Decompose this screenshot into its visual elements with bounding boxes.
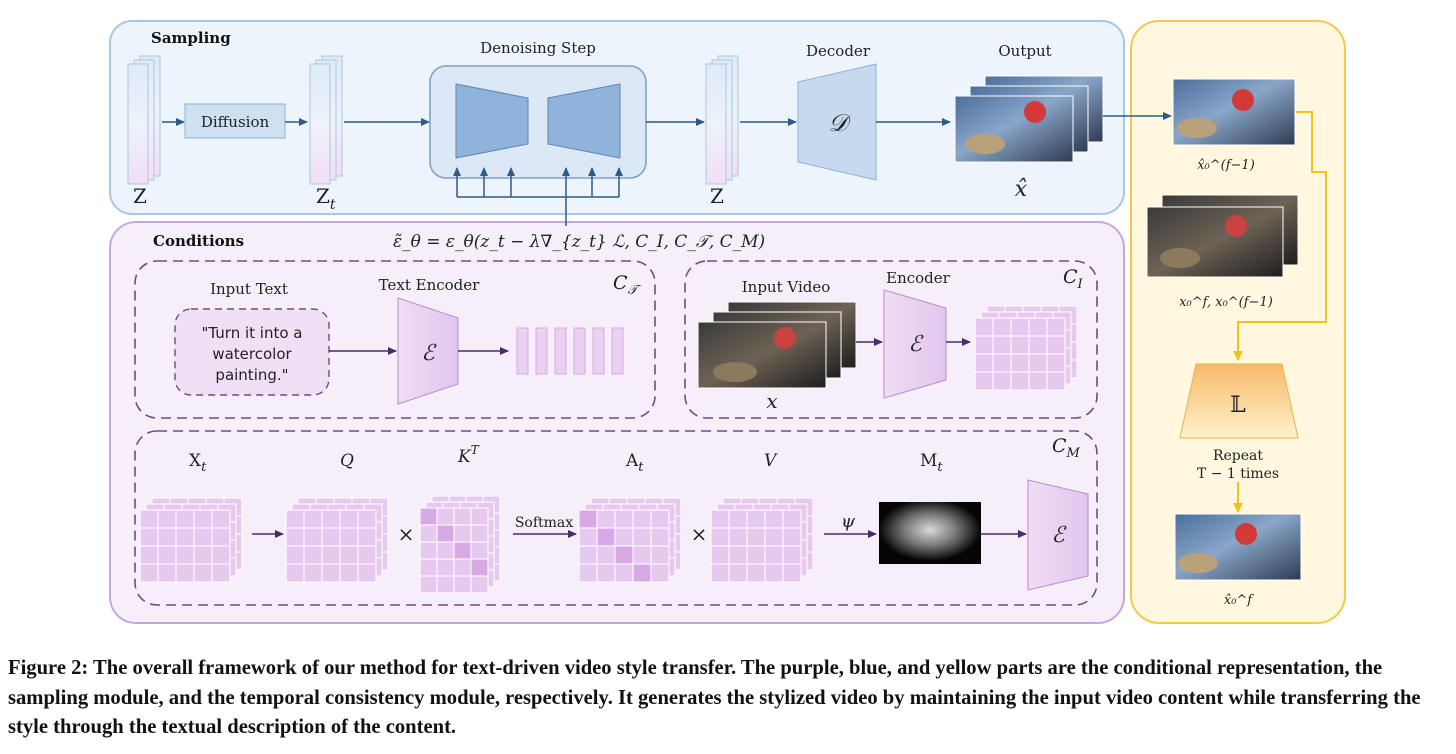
video-condition-panel (684, 260, 1098, 419)
text-condition-panel (134, 260, 656, 419)
current-frame-label: x̂₀^f (1224, 593, 1254, 608)
video-latent-grid (974, 305, 1078, 391)
decoder-block (797, 63, 877, 181)
warped-frames-label: x₀^f, x₀^(f−1) (1179, 295, 1273, 310)
input-video-symbol: 𝑥 (766, 389, 777, 413)
text-prompt-box (174, 308, 330, 396)
latent-zt-label: Zt (316, 184, 336, 213)
prev-frame-label: x̂₀^(f−1) (1197, 158, 1255, 173)
at-label: At (625, 451, 644, 475)
input-video-title: Input Video (742, 278, 831, 296)
video-panel-corner: CI (1063, 266, 1084, 292)
multiply-sign-1: × (398, 522, 415, 546)
decoder-title: Decoder (806, 42, 871, 60)
condition-feed-arrows (453, 167, 623, 226)
current-stylized-frame (1174, 513, 1302, 581)
at-attention-grid (578, 497, 682, 583)
softmax-label: Softmax (515, 515, 573, 531)
temporal-loss-block (1179, 363, 1299, 439)
text-encoder-symbol: ℰ (421, 341, 437, 366)
kt-label: KT (457, 443, 480, 467)
mask-encoder-block (1027, 479, 1089, 591)
q-feature-grid (285, 497, 389, 583)
xt-label: Xt (189, 451, 207, 475)
prompt-line-1: "Turn it into a (202, 324, 303, 342)
figure-caption: Figure 2: The overall framework of our m… (8, 657, 1421, 738)
mask-panel-corner: CM (1052, 435, 1081, 461)
unet-decoder-block (547, 83, 621, 159)
diffusion-box (184, 103, 286, 139)
latent-z-stack (127, 55, 161, 185)
xt-feature-grid (139, 497, 243, 583)
v-feature-grid (710, 497, 814, 583)
text-encoder-title: Text Encoder (379, 276, 480, 294)
mask-condition-panel (134, 430, 1098, 606)
mask-encoder-symbol: ℰ (1051, 523, 1067, 548)
output-title: Output (998, 42, 1051, 60)
guided-noise-formula: ε̃_θ = ε_θ(z_t − λ∇_{z_t} ℒ, C_I, C_𝒯, C… (393, 232, 765, 252)
diffusion-label: Diffusion (201, 113, 270, 131)
prompt-line-2: watercolor (212, 345, 292, 363)
output-symbol: x̂ (1015, 177, 1028, 202)
latent-z-label: Z (133, 184, 147, 208)
input-video-frames (697, 301, 857, 389)
latent-z2-label: Z (710, 184, 724, 208)
prev-stylized-frame (1172, 78, 1296, 146)
prompt-line-3: painting." (215, 366, 288, 384)
psi-label: ψ (841, 511, 856, 532)
video-encoder-symbol: ℰ (908, 332, 924, 357)
text-encoder-block (397, 297, 459, 405)
warped-frames (1146, 194, 1299, 278)
text-embedding-tokens (516, 327, 624, 375)
v-label: V (764, 451, 778, 471)
repeat-line-1: Repeat (1213, 448, 1263, 464)
mt-label: Mt (920, 451, 943, 475)
latent-z2-stack (705, 55, 739, 185)
output-video-frames (954, 75, 1104, 163)
mask-mt-image (879, 502, 981, 564)
framework-diagram: Sampling Z Diffusion Zt Denoising Step Z (109, 20, 1346, 624)
latent-zt-stack (309, 55, 343, 185)
q-label: Q (340, 451, 354, 471)
conditions-title: Conditions (153, 232, 244, 250)
yellow-flow-lines (1233, 111, 1327, 513)
multiply-sign-2: × (691, 522, 708, 546)
loss-symbol: 𝕃 (1230, 393, 1245, 418)
input-text-title: Input Text (210, 280, 288, 298)
video-encoder-title: Encoder (886, 269, 951, 287)
video-encoder-block (883, 289, 947, 399)
denoise-title: Denoising Step (480, 39, 596, 57)
unet-encoder-block (455, 83, 529, 159)
kt-feature-grid (419, 495, 501, 594)
repeat-line-2: T − 1 times (1197, 466, 1279, 482)
sampling-title: Sampling (151, 29, 231, 47)
